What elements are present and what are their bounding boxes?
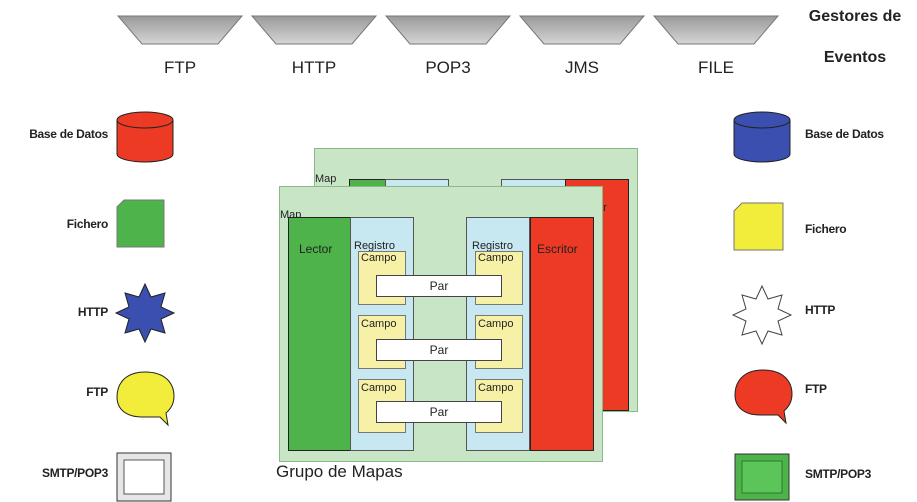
writer-label: Escritor <box>537 242 578 256</box>
record-left-label: Registro <box>354 240 395 252</box>
field-label: Campo <box>478 252 514 264</box>
event-managers-header <box>116 15 780 45</box>
field-label: Campo <box>478 318 514 330</box>
right-label-smtp: SMTP/POP3 <box>805 467 871 481</box>
left-label-http: HTTP <box>77 305 108 319</box>
field-label: Campo <box>361 382 397 394</box>
protocol-label-http: HTTP <box>291 58 337 77</box>
protocol-label-pop3: POP3 <box>425 58 471 77</box>
header-title-line1: Gestores de <box>808 8 902 25</box>
left-label-file: Fichero <box>66 217 109 231</box>
left-label-smtp: SMTP/POP3 <box>42 466 108 480</box>
left-label-database: Base de Datos <box>29 127 108 141</box>
mailbox-icon <box>734 453 790 501</box>
jms-funnel <box>518 15 646 45</box>
right-targets <box>731 111 793 501</box>
map-group-caption: Grupo de Mapas <box>276 462 403 481</box>
right-label-ftp: FTP <box>805 382 827 396</box>
record-right-label: Registro <box>472 240 513 252</box>
field-label: Campo <box>361 252 397 264</box>
pop3-funnel <box>384 15 512 45</box>
pair-1: Par <box>376 275 502 297</box>
file-icon <box>733 202 784 251</box>
writer-block: Escritor <box>530 217 594 451</box>
reader-label: Lector <box>299 242 333 256</box>
left-sources <box>114 111 176 502</box>
right-label-http: HTTP <box>805 303 836 317</box>
file-icon <box>116 199 165 248</box>
ftp-bubble-icon <box>116 371 175 427</box>
right-label-file: Fichero <box>805 222 847 236</box>
protocol-label-jms: JMS <box>565 58 599 77</box>
ftp-bubble-icon <box>734 369 793 425</box>
pair-3: Par <box>376 401 502 423</box>
right-label-database: Base de Datos <box>805 127 884 141</box>
front-map: Map Lector Registro Registro Escritor Ca… <box>279 186 603 462</box>
http-star-icon <box>114 282 176 344</box>
database-icon <box>733 111 791 163</box>
pair-2: Par <box>376 339 502 361</box>
back-map-label: Map <box>315 173 337 185</box>
field-label: Campo <box>478 382 514 394</box>
http-star-icon <box>731 284 793 346</box>
database-icon <box>116 111 174 163</box>
left-label-ftp: FTP <box>86 385 108 399</box>
reader-block: Lector <box>288 217 352 451</box>
ftp-funnel <box>116 15 244 45</box>
http-funnel <box>250 15 378 45</box>
file-funnel <box>652 15 780 45</box>
header-title-line2: Eventos <box>823 49 887 66</box>
protocol-label-ftp: FTP <box>163 58 197 77</box>
field-label: Campo <box>361 318 397 330</box>
mailbox-icon <box>116 452 172 502</box>
protocol-label-file: FILE <box>698 58 734 77</box>
